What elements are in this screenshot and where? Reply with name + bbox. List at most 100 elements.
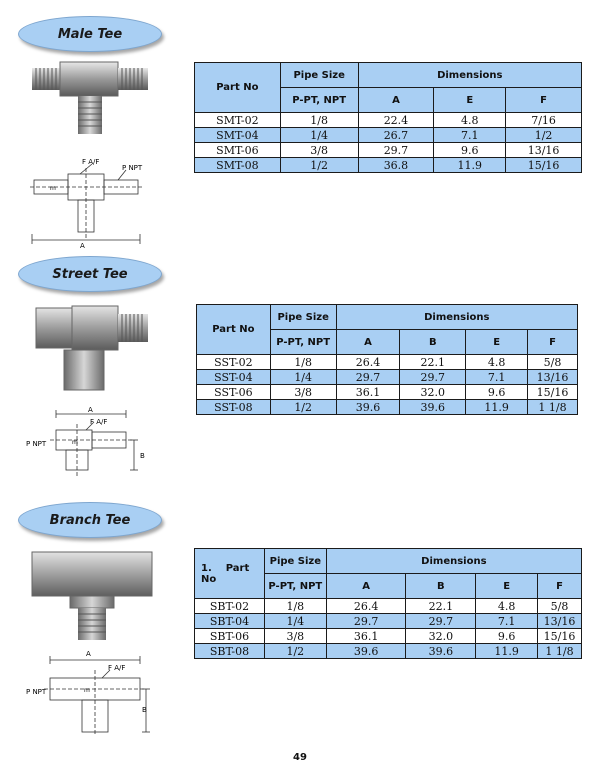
cell-dim: 9.6 xyxy=(475,628,539,644)
cell-size: 3/8 xyxy=(263,628,327,644)
drawing-label-a: A xyxy=(86,650,91,658)
table-row: SMT-08 1/2 36.8 11.9 15/16 xyxy=(194,157,582,173)
cell-dim: 26.4 xyxy=(325,598,407,614)
cell-dim: 39.6 xyxy=(335,399,401,415)
cell-part: SST-02 xyxy=(196,354,271,370)
cell-size: 1/2 xyxy=(279,157,359,173)
cell-dim: 4.8 xyxy=(475,598,539,614)
street-tee-photo xyxy=(35,305,148,391)
section-title-street-tee: Street Tee xyxy=(18,256,162,292)
cell-dim: 9.6 xyxy=(465,384,529,400)
cell-dim: 29.7 xyxy=(357,142,435,158)
header-col-a: A xyxy=(325,573,407,599)
cell-dim: 4.8 xyxy=(433,112,507,128)
cell-part: SMT-04 xyxy=(194,127,281,143)
cell-dim: 11.9 xyxy=(465,399,529,415)
header-part-no-text: Part No xyxy=(201,562,250,585)
drawing-label-a: A xyxy=(80,242,85,248)
cell-part: SMT-06 xyxy=(194,142,281,158)
cell-dim: 4.8 xyxy=(465,354,529,370)
cell-size: 1/8 xyxy=(279,112,359,128)
branch-tee-drawing: A F A/F P NPT m B xyxy=(26,650,150,736)
cell-part: SBT-08 xyxy=(194,643,265,659)
cell-part: SST-04 xyxy=(196,369,271,385)
header-pipe-sub: P-PT, NPT xyxy=(263,573,327,599)
header-part-no: Part No xyxy=(196,304,271,355)
drawing-label-pnpt: P NPT xyxy=(26,440,47,448)
table-row: SST-08 1/2 39.6 39.6 11.9 1 1/8 xyxy=(196,399,578,415)
cell-part: SBT-06 xyxy=(194,628,265,644)
header-col-a: A xyxy=(335,329,401,355)
cell-dim: 29.7 xyxy=(405,613,477,629)
cell-size: 1/2 xyxy=(269,399,337,415)
cell-dim: 29.7 xyxy=(325,613,407,629)
cell-dim: 36.8 xyxy=(357,157,435,173)
header-part-no: Part No xyxy=(194,62,281,113)
cell-dim: 39.6 xyxy=(405,643,477,659)
cell-dim: 39.6 xyxy=(399,399,467,415)
header-col-a: A xyxy=(357,87,435,113)
table-row: SMT-04 1/4 26.7 7.1 1/2 xyxy=(194,127,582,143)
cell-size: 1/4 xyxy=(263,613,327,629)
branch-tee-photo xyxy=(31,551,153,640)
cell-dim: 15/16 xyxy=(537,628,582,644)
cell-dim: 36.1 xyxy=(325,628,407,644)
cell-dim: 13/16 xyxy=(527,369,578,385)
cell-dim: 29.7 xyxy=(335,369,401,385)
cell-dim: 7.1 xyxy=(465,369,529,385)
header-pipe-sub: P-PT, NPT xyxy=(269,329,337,355)
cell-dim: 5/8 xyxy=(537,598,582,614)
drawing-label-faf: F A/F xyxy=(82,158,99,166)
cell-dim: 13/16 xyxy=(537,613,582,629)
table-row: SBT-06 3/8 36.1 32.0 9.6 15/16 xyxy=(194,628,582,644)
drawing-label-pnpt: P NPT xyxy=(122,164,143,172)
page-number: 49 xyxy=(293,752,307,763)
cell-dim: 13/16 xyxy=(505,142,582,158)
header-col-e: E xyxy=(475,573,539,599)
section-title-branch-tee: Branch Tee xyxy=(18,502,162,538)
header-dimensions: Dimensions xyxy=(335,304,579,330)
header-col-b: B xyxy=(405,573,477,599)
header-part-no-num: 1. xyxy=(201,562,212,574)
header-pipe-size: Pipe Size xyxy=(263,548,327,574)
cell-dim: 9.6 xyxy=(433,142,507,158)
cell-part: SST-08 xyxy=(196,399,271,415)
table-row: SST-04 1/4 29.7 29.7 7.1 13/16 xyxy=(196,369,578,385)
drawing-label-m: m xyxy=(50,185,56,192)
cell-part: SST-06 xyxy=(196,384,271,400)
male-tee-table: Part No Pipe Size Dimensions P-PT, NPT A… xyxy=(194,62,583,173)
cell-size: 1/4 xyxy=(279,127,359,143)
cell-dim: 11.9 xyxy=(433,157,507,173)
street-tee-table: Part No Pipe Size Dimensions P-PT, NPT A… xyxy=(196,304,579,415)
drawing-label-pnpt: P NPT xyxy=(26,688,47,696)
cell-dim: 22.1 xyxy=(399,354,467,370)
drawing-label-faf: F A/F xyxy=(108,664,125,672)
header-col-f: F xyxy=(537,573,582,599)
cell-size: 1/2 xyxy=(263,643,327,659)
branch-tee-table: 1. Part No Pipe Size Dimensions P-PT, NP… xyxy=(194,548,583,659)
header-col-f: F xyxy=(527,329,578,355)
table-row: SBT-04 1/4 29.7 29.7 7.1 13/16 xyxy=(194,613,582,629)
header-dimensions: Dimensions xyxy=(325,548,583,574)
header-col-e: E xyxy=(433,87,507,113)
cell-part: SMT-08 xyxy=(194,157,281,173)
cell-dim: 29.7 xyxy=(399,369,467,385)
male-tee-drawing: F A/F P NPT m A xyxy=(30,158,144,248)
cell-dim: 32.0 xyxy=(405,628,477,644)
drawing-label-b: B xyxy=(140,452,145,460)
cell-size: 3/8 xyxy=(279,142,359,158)
cell-size: 1/4 xyxy=(269,369,337,385)
cell-part: SBT-04 xyxy=(194,613,265,629)
drawing-label-m: m xyxy=(84,687,90,694)
cell-dim: 22.1 xyxy=(405,598,477,614)
cell-dim: 7.1 xyxy=(475,613,539,629)
cell-dim: 5/8 xyxy=(527,354,578,370)
drawing-label-b: B xyxy=(142,706,147,714)
cell-size: 1/8 xyxy=(269,354,337,370)
header-col-b: B xyxy=(399,329,467,355)
cell-dim: 15/16 xyxy=(527,384,578,400)
cell-dim: 15/16 xyxy=(505,157,582,173)
table-row: SMT-06 3/8 29.7 9.6 13/16 xyxy=(194,142,582,158)
drawing-label-a: A xyxy=(88,406,93,414)
drawing-label-faf: F A/F xyxy=(90,418,107,426)
